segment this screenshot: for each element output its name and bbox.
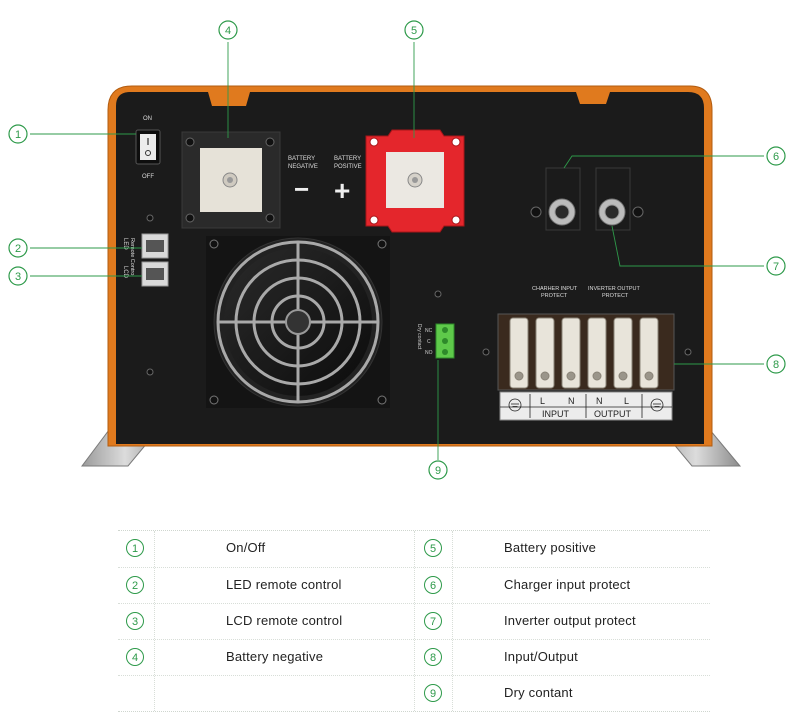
terminal-clamp[interactable]	[561, 317, 581, 389]
battery-positive-label-1: BATTERY	[334, 156, 361, 162]
battery-negative-label-1: BATTERY	[288, 156, 315, 162]
callout-circle-4	[218, 20, 238, 40]
legend-number-badge: 8	[424, 648, 442, 666]
callout-circle-8	[766, 354, 786, 374]
callout-circle-7	[766, 256, 786, 276]
legend-label: Input/Output	[504, 649, 578, 664]
callout-number-4: 4	[225, 25, 231, 37]
callout-number-7: 7	[773, 261, 779, 273]
callout-number-8: 8	[773, 359, 779, 371]
inverter-output-label-1: INVERTER OUTPUT	[588, 286, 640, 292]
terminal-clamp[interactable]	[535, 317, 555, 389]
dry-contact-terminal[interactable]	[435, 323, 455, 359]
charger-input-label-2: PROTECT	[541, 293, 568, 299]
callout-circle-9	[428, 460, 448, 480]
callout-number-3: 3	[15, 271, 21, 283]
input-label: INPUT	[542, 409, 570, 419]
output-label: OUTPUT	[594, 409, 632, 419]
legend-row: 3 LCD remote control 7 Inverter output prot…	[118, 603, 710, 640]
terminal-clamp[interactable]	[509, 317, 529, 389]
terminal-screw	[618, 371, 628, 381]
inverter-output-label-2: PROTECT	[602, 293, 629, 299]
callout-markers: 1 2 3 4 5 6 7 8 9	[8, 20, 786, 480]
remote-ports[interactable]	[141, 233, 169, 287]
legend-row: 9 Dry contant	[118, 675, 710, 712]
battery-negative-terminal[interactable]	[181, 131, 281, 229]
callout-number-1: 1	[15, 129, 21, 141]
callout-circle-1	[8, 124, 28, 144]
dry-contact-caption: Dry contact	[416, 324, 422, 350]
legend-number-badge: 6	[424, 576, 442, 594]
terminal-screw	[540, 371, 550, 381]
callout-leaders	[30, 42, 764, 460]
inverter-output-protect-gland[interactable]	[595, 167, 644, 231]
battery-positive-terminal[interactable]	[365, 129, 465, 233]
terminal-clamp[interactable]	[587, 317, 607, 389]
on-off-switch[interactable]: ON OFF	[135, 116, 161, 180]
legend-number-badge: 1	[126, 539, 144, 557]
legend-row: 2 LED remote control 6 Charger input protec…	[118, 567, 710, 604]
legend-label: Dry contant	[504, 685, 573, 700]
charger-input-label-1: CHARHER INPUT	[532, 286, 578, 292]
legend-sep-1	[154, 531, 155, 711]
remote-control-label: Remote Control	[129, 238, 135, 277]
plus-sign: +	[334, 175, 350, 206]
dry-contact-pin-c: C	[427, 339, 431, 345]
terminal-screw	[644, 371, 654, 381]
legend-label: On/Off	[226, 540, 266, 555]
led-label: LED	[122, 238, 128, 250]
cooling-fan	[206, 236, 390, 408]
callout-number-9: 9	[435, 465, 441, 477]
legend-label: Charger input protect	[504, 577, 631, 592]
switch-off-label: OFF	[142, 174, 154, 180]
terminal-letter-n2: N	[596, 396, 603, 406]
legend-number-badge: 3	[126, 612, 144, 630]
charger-input-protect-gland[interactable]	[530, 167, 581, 231]
callout-circle-2	[8, 238, 28, 258]
legend-sep-3	[452, 531, 453, 711]
callout-circle-3	[8, 266, 28, 286]
terminal-clamp[interactable]	[639, 317, 659, 389]
callout-number-2: 2	[15, 243, 21, 255]
terminal-clamp[interactable]	[613, 317, 633, 389]
legend-label: Battery positive	[504, 540, 597, 555]
legend-label: Battery negative	[226, 649, 324, 664]
minus-sign: −	[294, 174, 309, 204]
callout-circle-5	[404, 20, 424, 40]
dry-contact-pin-no: NO	[425, 350, 433, 356]
terminal-screw	[592, 371, 602, 381]
terminal-screw	[514, 371, 524, 381]
terminal-screw	[566, 371, 576, 381]
callout-number-5: 5	[411, 25, 417, 37]
inverter-rear-panel-diagram: + + ON OFF BATTERY NEGATIVE − BATTERY PO…	[8, 20, 786, 480]
legend-label: LED remote control	[226, 577, 342, 592]
legend-row: 1 On/Off 5 Battery positive	[118, 531, 710, 567]
legend-row: 4 Battery negative 8 Input/Output	[118, 639, 710, 676]
legend-label: Inverter output protect	[504, 613, 636, 628]
terminal-letter-n1: N	[568, 396, 575, 406]
legend-number-badge: 5	[424, 539, 442, 557]
legend-sep-2	[414, 531, 415, 711]
panel-screws	[146, 214, 692, 376]
dry-contact-pin-nc: NC	[425, 328, 433, 334]
callout-number-6: 6	[773, 151, 779, 163]
lcd-label: LCD	[122, 266, 128, 279]
terminal-letter-l2: L	[624, 396, 629, 406]
ac-terminal-block[interactable]	[497, 313, 675, 421]
battery-negative-label-2: NEGATIVE	[288, 164, 318, 170]
legend-number-badge: 4	[126, 648, 144, 666]
callout-circle-6	[766, 146, 786, 166]
legend-number-badge: 9	[424, 684, 442, 702]
legend-number-badge: 2	[126, 576, 144, 594]
legend-table: 1 On/Off 5 Battery positive 2 LED remote cont…	[118, 530, 710, 712]
switch-on-label: ON	[143, 116, 152, 122]
legend-number-badge: 7	[424, 612, 442, 630]
battery-positive-label-2: POSITIVE	[334, 164, 362, 170]
terminal-letter-l1: L	[540, 396, 545, 406]
legend-label: LCD remote control	[226, 613, 343, 628]
